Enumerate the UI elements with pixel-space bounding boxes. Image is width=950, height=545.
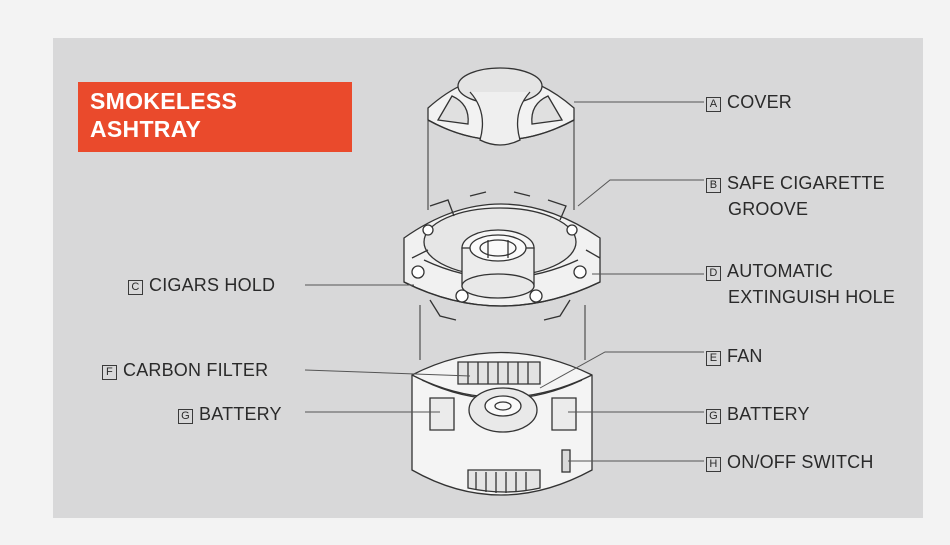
- key-b: B: [706, 178, 721, 193]
- label-switch-text: ON/OFF SWITCH: [727, 452, 874, 472]
- label-groove-line-2: GROOVE: [728, 199, 809, 219]
- label-battery-left-text: BATTERY: [199, 404, 282, 424]
- label-safe-cigarette-groove: B SAFE CIGARETTE GROOVE: [706, 170, 885, 222]
- label-extinguish-line-1: AUTOMATIC: [727, 261, 834, 281]
- title-badge: SMOKELESS ASHTRAY: [78, 82, 352, 152]
- label-cigars-text: CIGARS HOLD: [149, 275, 276, 295]
- label-battery-left: G BATTERY: [178, 401, 282, 427]
- cover-part: [427, 67, 575, 146]
- label-filter-text: CARBON FILTER: [123, 360, 269, 380]
- key-g-left: G: [178, 409, 193, 424]
- label-carbon-filter: F CARBON FILTER: [102, 357, 268, 383]
- key-f: F: [102, 365, 117, 380]
- label-cigars-hold: C CIGARS HOLD: [128, 272, 275, 298]
- label-fan: E FAN: [706, 343, 763, 369]
- key-g-right: G: [706, 409, 721, 424]
- label-battery-right-text: BATTERY: [727, 404, 810, 424]
- key-c: C: [128, 280, 143, 295]
- label-extinguish-line-2: EXTINGUISH HOLE: [728, 287, 896, 307]
- key-d: D: [706, 266, 721, 281]
- label-automatic-extinguish-hole: D AUTOMATIC EXTINGUISH HOLE: [706, 258, 895, 310]
- tray-part: [403, 191, 601, 321]
- label-battery-right: G BATTERY: [706, 401, 810, 427]
- title-line-2: ASHTRAY: [90, 116, 202, 142]
- base-part: [411, 351, 593, 496]
- label-cover-text: COVER: [727, 92, 793, 112]
- label-groove-line-1: SAFE CIGARETTE: [727, 173, 885, 193]
- key-e: E: [706, 351, 721, 366]
- key-a: A: [706, 97, 721, 112]
- title-line-1: SMOKELESS: [90, 88, 238, 114]
- label-cover: A COVER: [706, 89, 792, 115]
- label-on-off-switch: H ON/OFF SWITCH: [706, 449, 874, 475]
- key-h: H: [706, 457, 721, 472]
- label-fan-text: FAN: [727, 346, 763, 366]
- leader-lines: [304, 101, 704, 462]
